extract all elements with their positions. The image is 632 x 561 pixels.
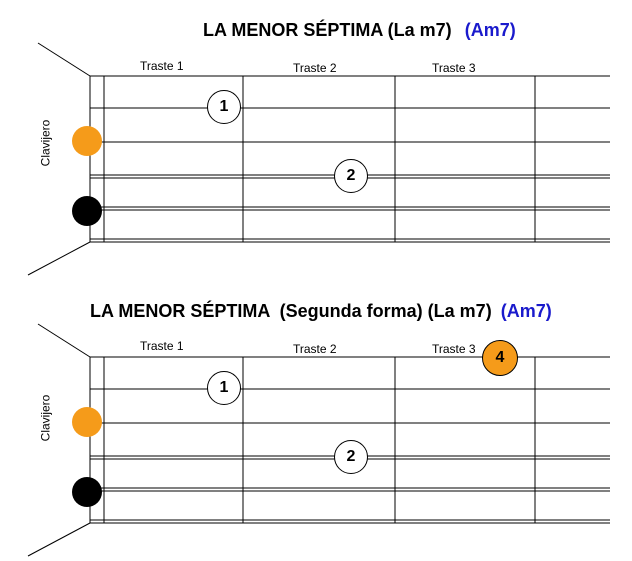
black-peg [72,196,102,226]
peg-label: Clavijero [38,394,53,442]
chord-diagram-2: LA MENOR SÉPTIMA (Segunda forma) (La m7)… [0,281,632,561]
fretboard-1 [27,42,610,276]
fret-label-1: Traste 1 [140,59,184,73]
black-peg [72,477,102,507]
title-chord: (Am7) [500,301,552,321]
headstock-line-bottom [27,241,91,276]
title-chord: (Am7) [464,20,516,40]
diagram-title: LA MENOR SÉPTIMA (La m7) (Am7) [203,20,516,41]
finger-marker-4: 4 [482,340,518,376]
finger-marker-1: 1 [207,371,241,405]
peg-label: Clavijero [38,119,53,167]
orange-peg [72,126,102,156]
headstock-line-top [37,323,91,358]
fret-label-2: Traste 2 [293,342,337,356]
title-main: LA MENOR SÉPTIMA (Segunda forma) (La m7) [90,301,492,321]
fret-label-3: Traste 3 [432,342,476,356]
headstock-line-bottom [27,522,91,557]
finger-marker-2: 2 [334,159,368,193]
orange-peg [72,407,102,437]
fret-label-3: Traste 3 [432,61,476,75]
chord-diagram-1: LA MENOR SÉPTIMA (La m7) (Am7) Traste 1 … [0,0,632,280]
title-main: LA MENOR SÉPTIMA (La m7) [203,20,452,40]
finger-marker-2: 2 [334,440,368,474]
headstock-line-top [37,42,91,77]
fret-label-1: Traste 1 [140,339,184,353]
fret-label-2: Traste 2 [293,61,337,75]
finger-marker-1: 1 [207,90,241,124]
diagram-title: LA MENOR SÉPTIMA (Segunda forma) (La m7)… [90,301,552,322]
